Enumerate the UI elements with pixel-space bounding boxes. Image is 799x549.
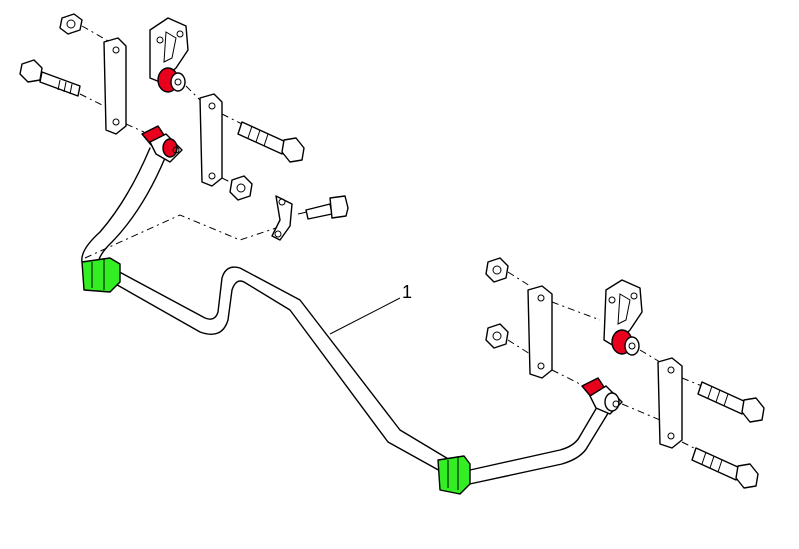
mount-bracket-upper bbox=[149, 17, 189, 83]
stabilizer-bar bbox=[81, 147, 611, 486]
bushing-lower-center bbox=[611, 329, 640, 356]
callout-label: 1 bbox=[402, 282, 412, 302]
link-plate-lower-right bbox=[657, 357, 683, 449]
centre-line bbox=[84, 214, 277, 259]
link-plate-upper-right bbox=[199, 93, 223, 187]
link-plate-lower-left bbox=[527, 285, 553, 379]
bolt-upper-left bbox=[19, 59, 81, 97]
bushing-upper-left-a bbox=[141, 125, 183, 163]
nut-upper-right bbox=[229, 175, 253, 201]
nut-lower-right-b bbox=[485, 323, 509, 349]
bolt-lower-right-a bbox=[697, 381, 765, 423]
centre-bolt bbox=[297, 195, 349, 220]
bolt-lower-right-b bbox=[691, 447, 759, 489]
bushing-lower-right bbox=[581, 377, 623, 415]
bolt-upper-right bbox=[237, 121, 305, 163]
nut-lower-right-a bbox=[485, 257, 509, 283]
centre-clamp bbox=[271, 195, 293, 241]
nut-upper-left bbox=[59, 13, 83, 35]
mount-bracket-lower bbox=[603, 279, 643, 347]
bushing-upper-center bbox=[157, 67, 186, 93]
bar-bracket-right bbox=[437, 455, 471, 495]
callout-leader bbox=[329, 297, 401, 335]
link-plate-upper-left bbox=[103, 37, 127, 135]
bar-bracket-left bbox=[81, 257, 121, 293]
